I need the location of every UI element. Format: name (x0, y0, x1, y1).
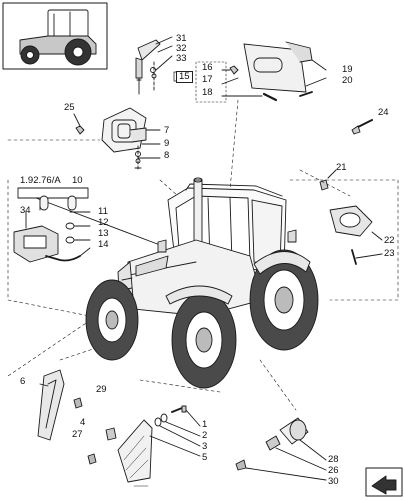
callout-3: 3 (202, 441, 208, 452)
callout-11: 11 (98, 206, 108, 217)
callout-1: 1 (202, 419, 208, 430)
callout-13: 13 (98, 228, 109, 239)
leader-lines (7, 99, 399, 411)
callout-25: 25 (64, 102, 75, 113)
callout-23: 23 (384, 248, 395, 259)
callout-17: 17 (202, 74, 213, 85)
callout-16: 16 (202, 62, 213, 73)
callout-33: 33 (176, 53, 187, 64)
callout-19: 19 (342, 64, 353, 75)
rear-lamp (319, 169, 383, 265)
callout-6: 6 (20, 376, 26, 387)
callout-18: 18 (202, 87, 213, 98)
work-lamp (73, 107, 161, 171)
clip-27 (87, 453, 97, 465)
callout-29: 29 (96, 384, 107, 395)
callout-34: 34 (20, 205, 31, 216)
callout-28: 28 (328, 454, 339, 465)
callout-31: 31 (176, 33, 187, 44)
callout-5: 5 (202, 452, 208, 463)
fasteners-1-2-3 (149, 405, 201, 457)
callout-21: 21 (336, 162, 347, 173)
wiring-kit (13, 187, 161, 263)
next-page-arrow-icon (365, 467, 403, 497)
side-lamp (221, 41, 327, 102)
side-strip (37, 369, 65, 441)
callout-8: 8 (164, 150, 170, 161)
callout-27: 27 (72, 429, 83, 440)
callout-2: 2 (202, 430, 208, 441)
callout-15: 15 (176, 71, 193, 83)
callout-32: 32 (176, 43, 187, 54)
tractor-thumbnail-icon (2, 2, 108, 70)
callout-10: 10 (72, 175, 83, 186)
mirror-bracket (135, 36, 173, 95)
screw-24 (351, 119, 373, 135)
tractor (85, 177, 319, 389)
reference-code: 1.92.76/A (20, 175, 61, 186)
callout-4: 4 (80, 417, 86, 428)
callout-26: 26 (328, 465, 339, 476)
callout-30: 30 (328, 476, 339, 487)
clip-29 (73, 397, 83, 409)
nut-4 (105, 427, 117, 441)
callout-22: 22 (384, 235, 395, 246)
beacon-lamp (235, 417, 327, 481)
callout-24: 24 (378, 107, 389, 118)
front-lamp (117, 419, 153, 487)
callout-20: 20 (342, 75, 353, 86)
callout-9: 9 (164, 138, 170, 149)
callout-14: 14 (98, 239, 109, 250)
callout-7: 7 (164, 125, 170, 136)
callout-12: 12 (98, 217, 109, 228)
